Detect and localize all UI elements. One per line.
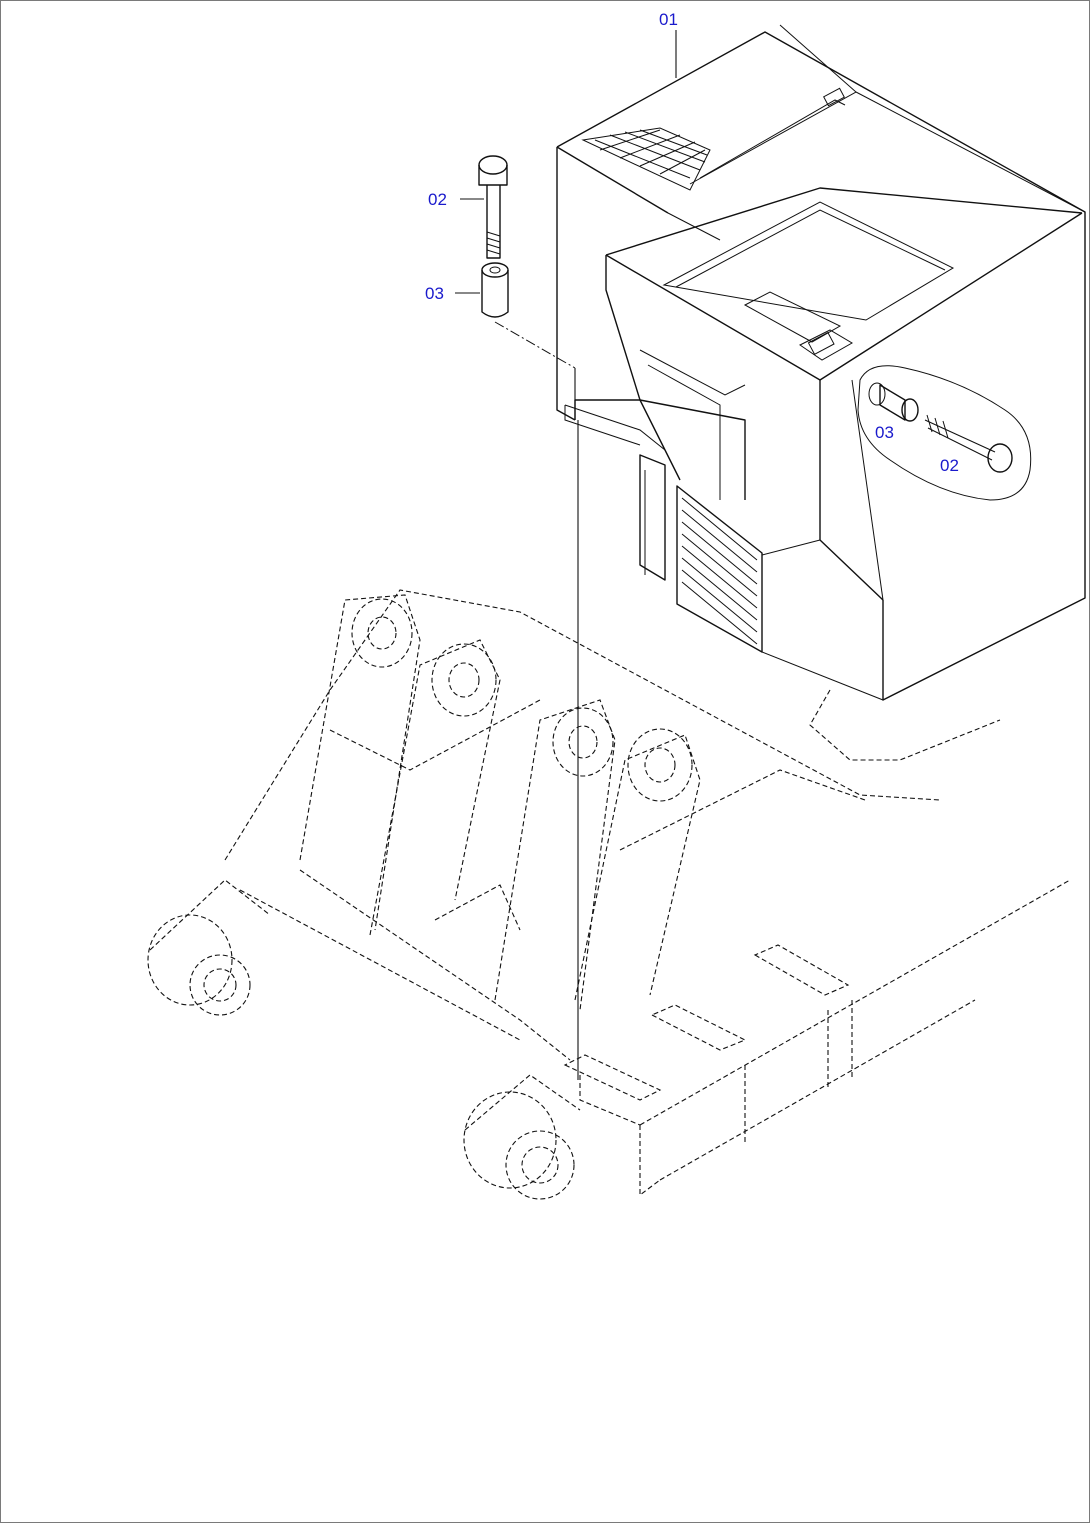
bushing-part	[481, 262, 509, 318]
bolt-part	[478, 155, 508, 259]
bolt-part-label: 02	[428, 190, 447, 209]
detail-bushing-label: 03	[875, 423, 894, 442]
assembly-centerlines	[494, 321, 579, 1080]
detail-callout	[857, 365, 1032, 501]
hydraulic-tank	[556, 24, 1086, 701]
mainframe-outline	[147, 589, 1071, 1200]
tank-part-label: 01	[659, 10, 678, 29]
label-leaders	[455, 30, 677, 294]
detail-bolt-label: 02	[940, 456, 959, 475]
mounting-pads	[563, 689, 1001, 1126]
boom-brackets	[299, 594, 866, 1011]
bushing-part-label: 03	[425, 284, 444, 303]
